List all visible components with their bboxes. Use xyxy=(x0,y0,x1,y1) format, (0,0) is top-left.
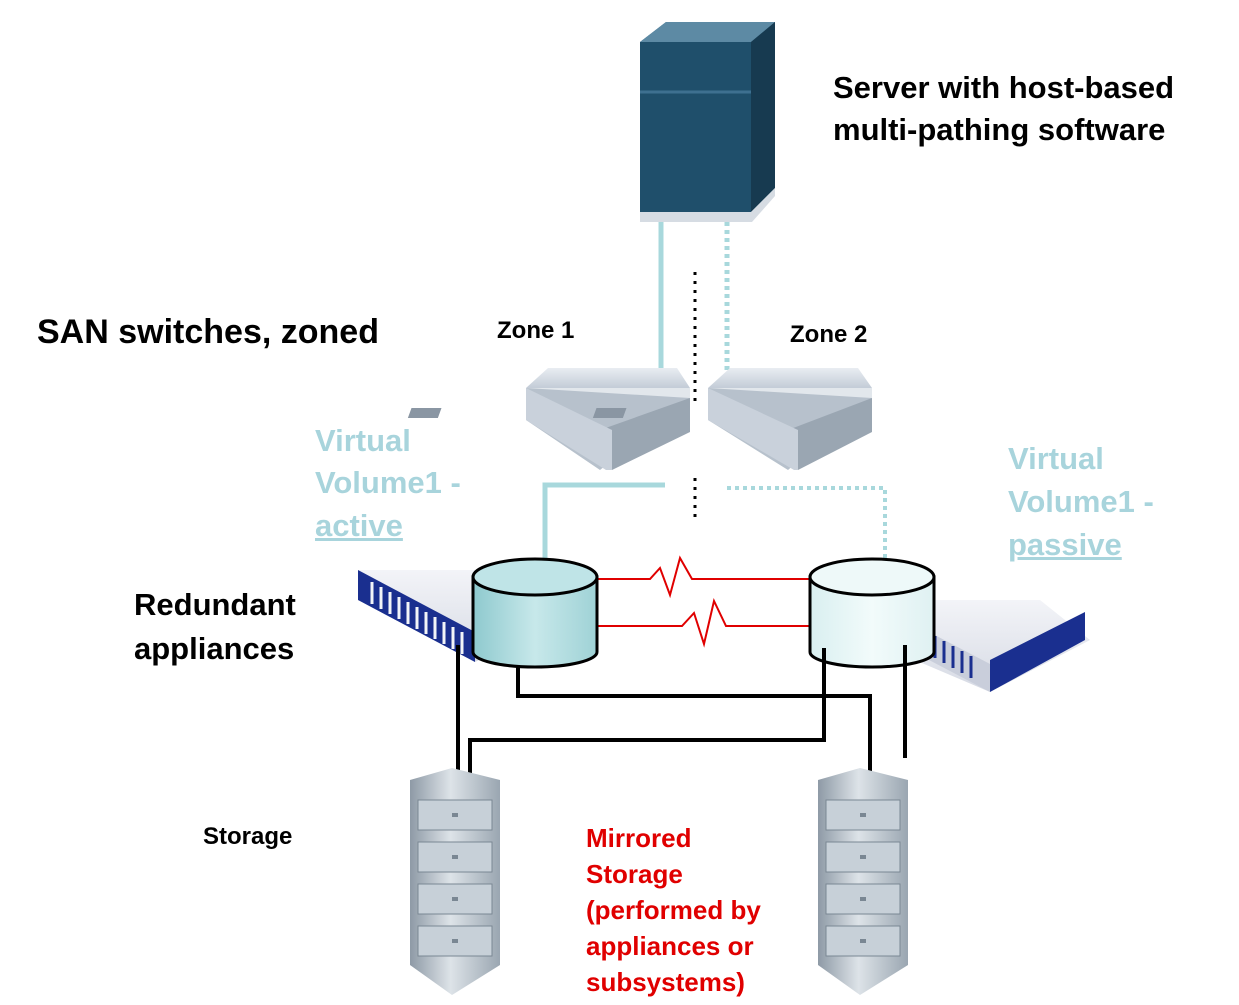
active-volume-link xyxy=(542,482,665,558)
virtual-volume-active-state: active xyxy=(315,508,403,543)
redundant-label-line1: Redundant xyxy=(134,587,296,622)
mirrored-label-line2: Storage xyxy=(586,859,683,889)
storage-right xyxy=(818,768,908,995)
mirror-link-lower xyxy=(597,598,858,648)
zone2-label: Zone 2 xyxy=(790,321,868,348)
mirrored-label-line5: subsystems) xyxy=(586,967,745,997)
volume-active-cylinder-icon xyxy=(471,557,599,669)
virtual-volume-passive-state: passive xyxy=(1008,527,1122,562)
san-switches-label: SAN switches, zoned xyxy=(37,313,379,351)
storage-links xyxy=(456,645,907,780)
zone1-label: Zone 1 xyxy=(497,317,575,344)
mirrored-label-line4: appliances or xyxy=(586,931,754,961)
virtual-volume-active-line2: Volume1 - xyxy=(315,465,461,500)
storage-label: Storage xyxy=(203,823,293,850)
mirrored-label-line1: Mirrored xyxy=(586,823,692,853)
mirrored-label-line3: (performed by xyxy=(586,895,761,925)
san-switch-zone2 xyxy=(592,368,872,470)
virtual-volume-passive-line2: Volume1 - xyxy=(1008,484,1154,519)
volume-passive-cylinder-icon xyxy=(808,557,936,669)
redundant-label-line2: appliances xyxy=(134,631,295,666)
virtual-volume-passive-line1: Virtual xyxy=(1008,441,1104,476)
server-label-line2: multi-pathing software xyxy=(833,112,1166,147)
passive-volume-link xyxy=(727,486,887,562)
storage-left xyxy=(410,768,500,995)
san-switch-zone1 xyxy=(407,368,690,470)
virtual-volume-active-line1: Virtual xyxy=(315,423,411,458)
server-label-line1: Server with host-based xyxy=(833,70,1175,105)
mirror-link-upper xyxy=(597,555,810,599)
server-tower-icon xyxy=(640,22,775,222)
